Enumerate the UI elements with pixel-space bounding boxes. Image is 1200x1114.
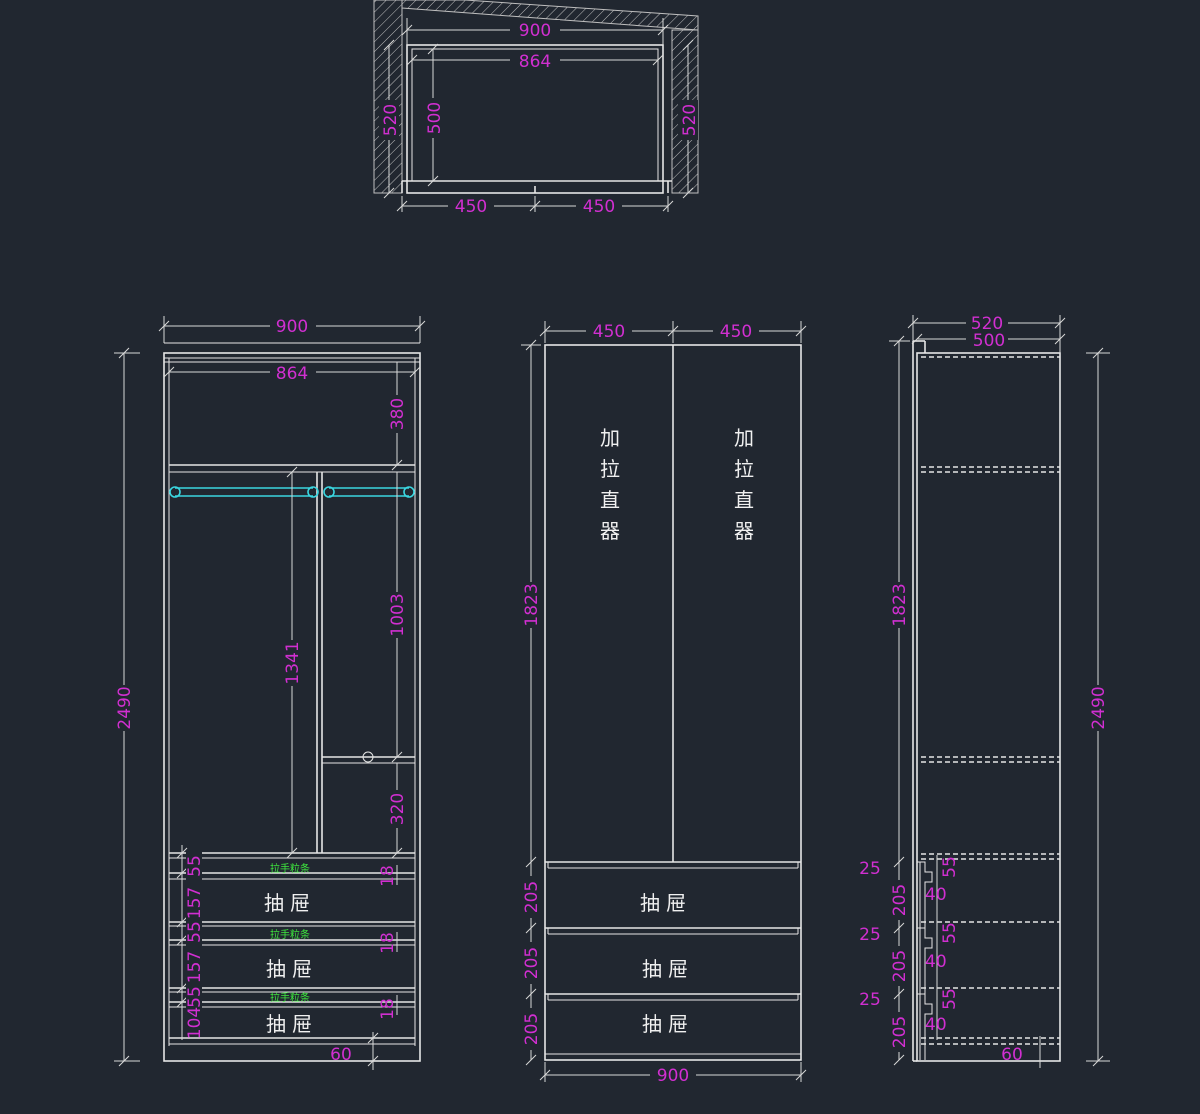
door-note-right-4: 器 bbox=[734, 519, 754, 543]
plan-inner-width: 864 bbox=[519, 52, 551, 72]
front-view: 加 拉 直 器 加 拉 直 器 抽屉 抽屉 抽屉 450 450 900 bbox=[521, 321, 807, 1086]
front-drawer-h3: 205 bbox=[522, 1013, 542, 1045]
side-drawer-h2: 205 bbox=[890, 950, 910, 982]
side-outline bbox=[916, 352, 1061, 1062]
interior-left-hanging: 1341 bbox=[283, 641, 303, 684]
door-note-right-2: 拉 bbox=[734, 457, 754, 481]
side-rail-40-2: 40 bbox=[925, 952, 947, 972]
interior-inner-width: 864 bbox=[276, 364, 308, 384]
front-overall-width: 900 bbox=[657, 1066, 689, 1086]
interior-outline bbox=[163, 352, 421, 1062]
interior-drawer-h1: 157 bbox=[185, 887, 205, 919]
side-rail-55-3: 55 bbox=[940, 988, 960, 1010]
interior-bottom-60: 60 bbox=[330, 1045, 352, 1065]
side-rail-40-1: 40 bbox=[925, 885, 947, 905]
plan-overall-width: 900 bbox=[519, 21, 551, 41]
front-door-left-width: 450 bbox=[593, 322, 625, 342]
handle-strip-label-1: 拉手粒条 bbox=[270, 862, 310, 875]
hanging-rod-left bbox=[169, 486, 319, 498]
door-note-left-2: 拉 bbox=[600, 457, 620, 481]
interior-panel-18-3: 18 bbox=[378, 998, 398, 1020]
front-drawer-label-3: 抽屉 bbox=[642, 1012, 694, 1036]
side-rail-40-3: 40 bbox=[925, 1015, 947, 1035]
front-drawer-label-2: 抽屉 bbox=[642, 957, 694, 981]
plan-view: 900 864 520 500 520 450 450 bbox=[373, 0, 700, 217]
side-gap-25-3: 25 bbox=[859, 990, 881, 1010]
interior-panel-18-2: 18 bbox=[378, 932, 398, 954]
front-door-note-left: 加 拉 直 器 bbox=[600, 426, 620, 543]
interior-drawer-h3: 104 bbox=[185, 1007, 205, 1039]
side-total-height: 2490 bbox=[1089, 686, 1109, 729]
front-drawer-label-1: 抽屉 bbox=[640, 891, 692, 915]
interior-right-lower: 320 bbox=[388, 793, 408, 825]
side-bottom-60: 60 bbox=[1001, 1045, 1023, 1065]
front-door-note-right: 加 拉 直 器 bbox=[734, 426, 754, 543]
front-drawer-h2: 205 bbox=[522, 947, 542, 979]
interior-view: 拉手粒条 拉手粒条 拉手粒条 抽屉 抽屉 抽屉 900 864 2490 380… bbox=[114, 316, 426, 1070]
interior-drawer-h2: 157 bbox=[185, 951, 205, 983]
interior-total-height: 2490 bbox=[115, 686, 135, 729]
front-door-height: 1823 bbox=[522, 583, 542, 626]
interior-right-hanging: 1003 bbox=[388, 593, 408, 636]
door-note-left-4: 器 bbox=[600, 519, 620, 543]
plan-wall-left bbox=[373, 0, 403, 194]
interior-drawer-label-3: 抽屉 bbox=[266, 1012, 318, 1036]
interior-strip-h3: 55 bbox=[185, 986, 205, 1008]
handle-strip-label-2: 拉手粒条 bbox=[270, 928, 310, 941]
plan-wall-top bbox=[401, 0, 699, 31]
door-note-right-1: 加 bbox=[734, 426, 754, 450]
side-view: 520 500 1823 205 205 205 25 25 25 55 55 … bbox=[859, 313, 1110, 1068]
side-drawer-h1: 205 bbox=[890, 884, 910, 916]
side-door-height: 1823 bbox=[890, 583, 910, 626]
hanging-rod-right bbox=[323, 486, 415, 498]
side-overall-depth: 520 bbox=[971, 314, 1003, 334]
front-drawer-h1: 205 bbox=[522, 881, 542, 913]
interior-drawer-label-1: 抽屉 bbox=[264, 891, 316, 915]
shelf-pin-icon bbox=[362, 751, 374, 763]
plan-depth-right: 520 bbox=[680, 104, 700, 136]
interior-top-compartment: 380 bbox=[388, 398, 408, 430]
door-note-left-3: 直 bbox=[600, 488, 620, 512]
door-note-right-3: 直 bbox=[734, 488, 754, 512]
plan-depth-left: 520 bbox=[381, 104, 401, 136]
door-note-left-1: 加 bbox=[600, 426, 620, 450]
interior-drawer-label-2: 抽屉 bbox=[266, 957, 318, 981]
interior-strip-h2: 55 bbox=[185, 921, 205, 943]
side-rail-55-1: 55 bbox=[940, 856, 960, 878]
handle-strip-label-3: 拉手粒条 bbox=[270, 991, 310, 1004]
side-gap-25-1: 25 bbox=[859, 859, 881, 879]
side-gap-25-2: 25 bbox=[859, 925, 881, 945]
side-drawer-h3: 205 bbox=[890, 1016, 910, 1048]
plan-inner-depth: 500 bbox=[425, 102, 445, 134]
plan-door-right: 450 bbox=[583, 197, 615, 217]
interior-overall-width: 900 bbox=[276, 317, 308, 337]
side-inner-depth: 500 bbox=[973, 331, 1005, 351]
plan-door-left: 450 bbox=[455, 197, 487, 217]
interior-strip-h1: 55 bbox=[185, 855, 205, 877]
front-door-right-width: 450 bbox=[720, 322, 752, 342]
interior-panel-18-1: 18 bbox=[378, 865, 398, 887]
side-rail-55-2: 55 bbox=[940, 922, 960, 944]
